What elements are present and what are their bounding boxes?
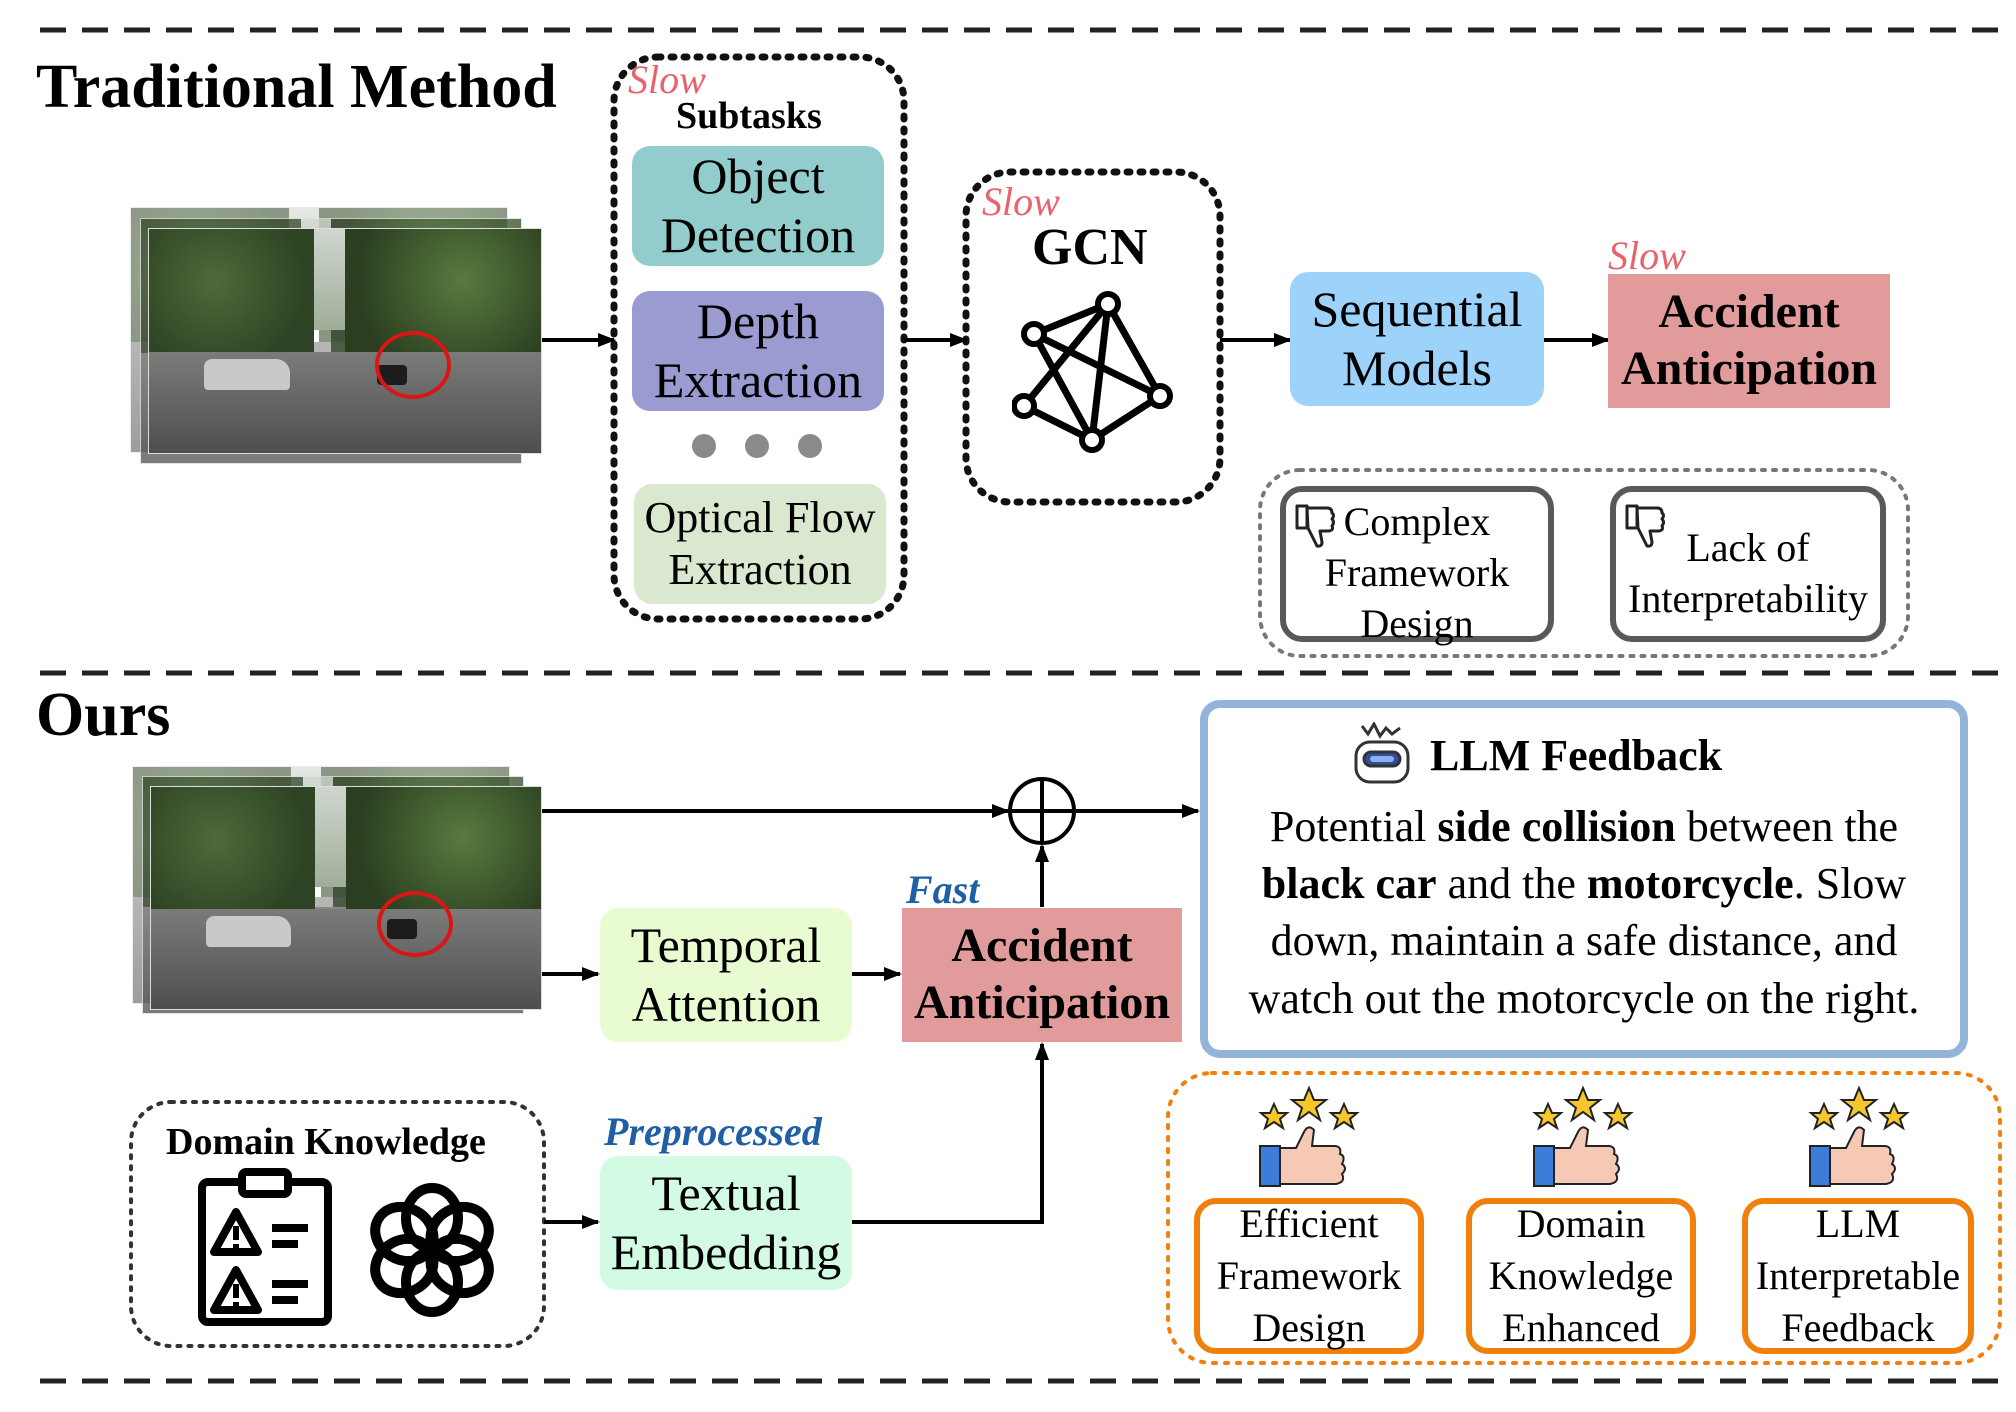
object-detection-line-1: Object — [691, 148, 825, 204]
accident-line-2: Anticipation — [1620, 342, 1878, 395]
con-line-1: Lack of — [1686, 525, 1810, 570]
thumbs-up-stars-icon — [1808, 1085, 1910, 1187]
openai-logo-icon — [370, 1183, 494, 1317]
graph-network-icon — [1012, 291, 1173, 453]
depth-extraction-line-2: Extraction — [653, 352, 863, 408]
optical-flow-box: Optical Flow Extraction — [634, 484, 886, 604]
thumbs-down-icon — [1625, 504, 1665, 548]
optical-flow-line-1: Optical Flow — [644, 493, 876, 543]
pro-line-3: Design — [1252, 1305, 1366, 1350]
textual-embedding-box: Textual Embedding — [600, 1156, 852, 1290]
video-frame-front — [148, 228, 542, 454]
thumbs-up-stars-icon — [1532, 1085, 1634, 1187]
pro-line-2: Framework — [1216, 1253, 1402, 1298]
clipboard-warning-icon — [198, 1168, 332, 1326]
highlight-circle — [377, 891, 453, 957]
accident-line-2: Anticipation — [913, 976, 1171, 1029]
pros-frame — [1166, 1071, 2002, 1365]
gcn-title: GCN — [1032, 219, 1148, 276]
accident-line-1: Accident — [1658, 285, 1840, 339]
con-line-3: Design — [1360, 601, 1474, 647]
depth-extraction-line-1: Depth — [696, 293, 820, 349]
pro-line-3: Enhanced — [1502, 1305, 1660, 1350]
con-line-2: Interpretability — [1628, 576, 1868, 622]
preprocessed-label: Preprocessed — [604, 1109, 822, 1154]
textual-line-2: Embedding — [610, 1224, 842, 1280]
temporal-attention-box: Temporal Attention — [600, 908, 852, 1042]
pro-line-2: Interpretable — [1755, 1253, 1961, 1298]
traditional-title: Traditional Method — [36, 53, 557, 121]
accident-anticipation-box-ours: Accident Anticipation — [902, 908, 1182, 1042]
temporal-line-2: Attention — [631, 976, 821, 1032]
cons-frame — [1258, 468, 1910, 658]
feedback-bold-black-car: black car — [1261, 859, 1437, 909]
feedback-text-part: between the — [1675, 802, 1899, 851]
subtasks-title: Subtasks — [676, 95, 822, 137]
con-line-2: Framework — [1324, 550, 1510, 596]
thumbs-down-icon — [1295, 504, 1335, 548]
sum-node-icon — [1008, 777, 1076, 845]
con-text-interpretability: Lack of Interpretability — [1616, 522, 1880, 624]
arrow-textual-to-accident — [852, 1042, 1049, 1224]
highlight-circle — [375, 331, 451, 399]
pro-line-1: Domain — [1516, 1201, 1646, 1246]
robot-icon — [1354, 722, 1410, 784]
video-frame-front — [150, 786, 542, 1010]
con-text-complex: Complex Framework Design — [1286, 496, 1548, 650]
con-card-lack-of-interpretability: Lack of Interpretability — [1610, 486, 1886, 642]
ellipsis-dots-icon — [692, 434, 826, 458]
ours-title: Ours — [36, 681, 171, 749]
accident-slow-label: Slow — [1608, 233, 1686, 278]
con-line-1: Complex — [1343, 499, 1491, 544]
pro-line-1: LLM — [1815, 1201, 1901, 1246]
object-detection-box: Object Detection — [632, 146, 884, 266]
temporal-line-1: Temporal — [630, 917, 822, 973]
feedback-bold-motorcycle: motorcycle — [1586, 859, 1794, 909]
llm-feedback-title: LLM Feedback — [1430, 731, 1723, 780]
llm-feedback-panel: LLM Feedback Potential side collision be… — [1200, 700, 1968, 1058]
accident-anticipation-box-traditional: Accident Anticipation — [1608, 274, 1890, 408]
thumbs-up-stars-icon — [1258, 1085, 1360, 1187]
fast-label: Fast — [906, 867, 980, 912]
gcn-slow-label: Slow — [982, 179, 1060, 224]
textual-line-1: Textual — [651, 1165, 801, 1221]
pro-line-1: Efficient — [1239, 1201, 1379, 1246]
optical-flow-line-2: Extraction — [668, 545, 852, 594]
object-detection-line-2: Detection — [660, 207, 856, 263]
domain-knowledge-title: Domain Knowledge — [166, 1121, 486, 1163]
feedback-text-part: . Slow down, maintain a safe distance, a… — [1248, 859, 1920, 1023]
feedback-text-part: and the — [1436, 859, 1587, 909]
pro-card-llm-feedback: LLM Interpretable Feedback — [1742, 1198, 1974, 1354]
con-card-complex-framework: Complex Framework Design — [1280, 486, 1554, 646]
pro-card-domain-knowledge: Domain Knowledge Enhanced — [1466, 1198, 1696, 1354]
feedback-bold-side-collision: side collision — [1437, 802, 1676, 851]
pro-line-2: Knowledge — [1488, 1253, 1674, 1298]
subtasks-slow-label: Slow — [628, 57, 706, 102]
accident-line-1: Accident — [951, 919, 1133, 973]
pro-card-efficient-framework: Efficient Framework Design — [1194, 1198, 1424, 1354]
sequential-models-box: Sequential Models — [1290, 272, 1544, 406]
llm-feedback-text: Potential side collision between the bla… — [1218, 798, 1950, 1027]
depth-extraction-box: Depth Extraction — [632, 291, 884, 411]
pro-line-3: Feedback — [1781, 1305, 1935, 1350]
feedback-text-part: Potential — [1269, 802, 1438, 851]
sequential-models-line-2: Models — [1342, 340, 1492, 396]
sequential-models-line-1: Sequential — [1311, 281, 1523, 337]
